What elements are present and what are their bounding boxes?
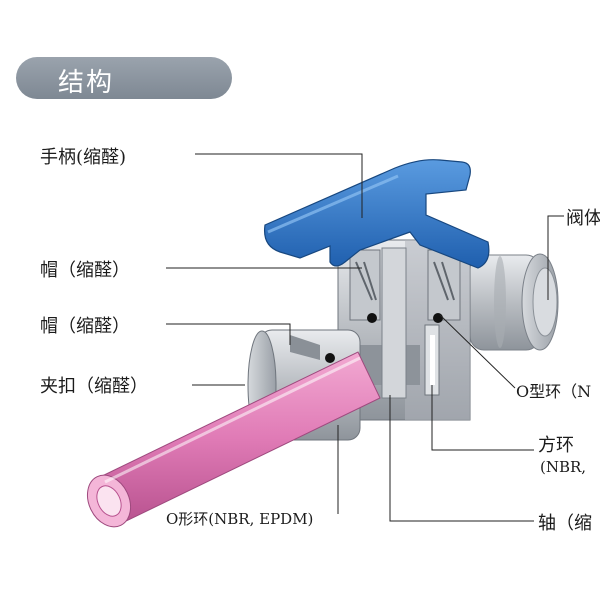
leader-oring-right (439, 314, 516, 389)
label-oring-bottom: O形环(NBR, EPDM) (166, 510, 314, 528)
leader-shaft (389, 395, 534, 522)
label-square-ring-material: (NBR, (540, 458, 587, 476)
leader-lines (166, 153, 564, 522)
leader-square-ring (431, 385, 534, 451)
label-handle: 手柄(缩醛) (40, 147, 127, 168)
label-collet: 夹扣（缩醛） (40, 376, 148, 397)
leader-cap2 (166, 323, 291, 345)
label-cap-2: 帽（缩醛） (40, 316, 130, 337)
label-square-ring: 方环 (538, 435, 574, 456)
label-oring-right: O型环（N (516, 382, 592, 401)
leader-handle (195, 153, 363, 218)
section-title-pill (16, 57, 232, 99)
pink-tube (86, 351, 381, 528)
handle (263, 159, 490, 269)
label-valve-body: 阀体 (566, 208, 600, 229)
leader-body (547, 215, 564, 300)
section-title: 结构 (58, 68, 115, 98)
right-connector (469, 253, 559, 351)
label-cap-1: 帽（缩醛） (40, 260, 130, 281)
label-shaft: 轴（缩 (538, 513, 592, 534)
